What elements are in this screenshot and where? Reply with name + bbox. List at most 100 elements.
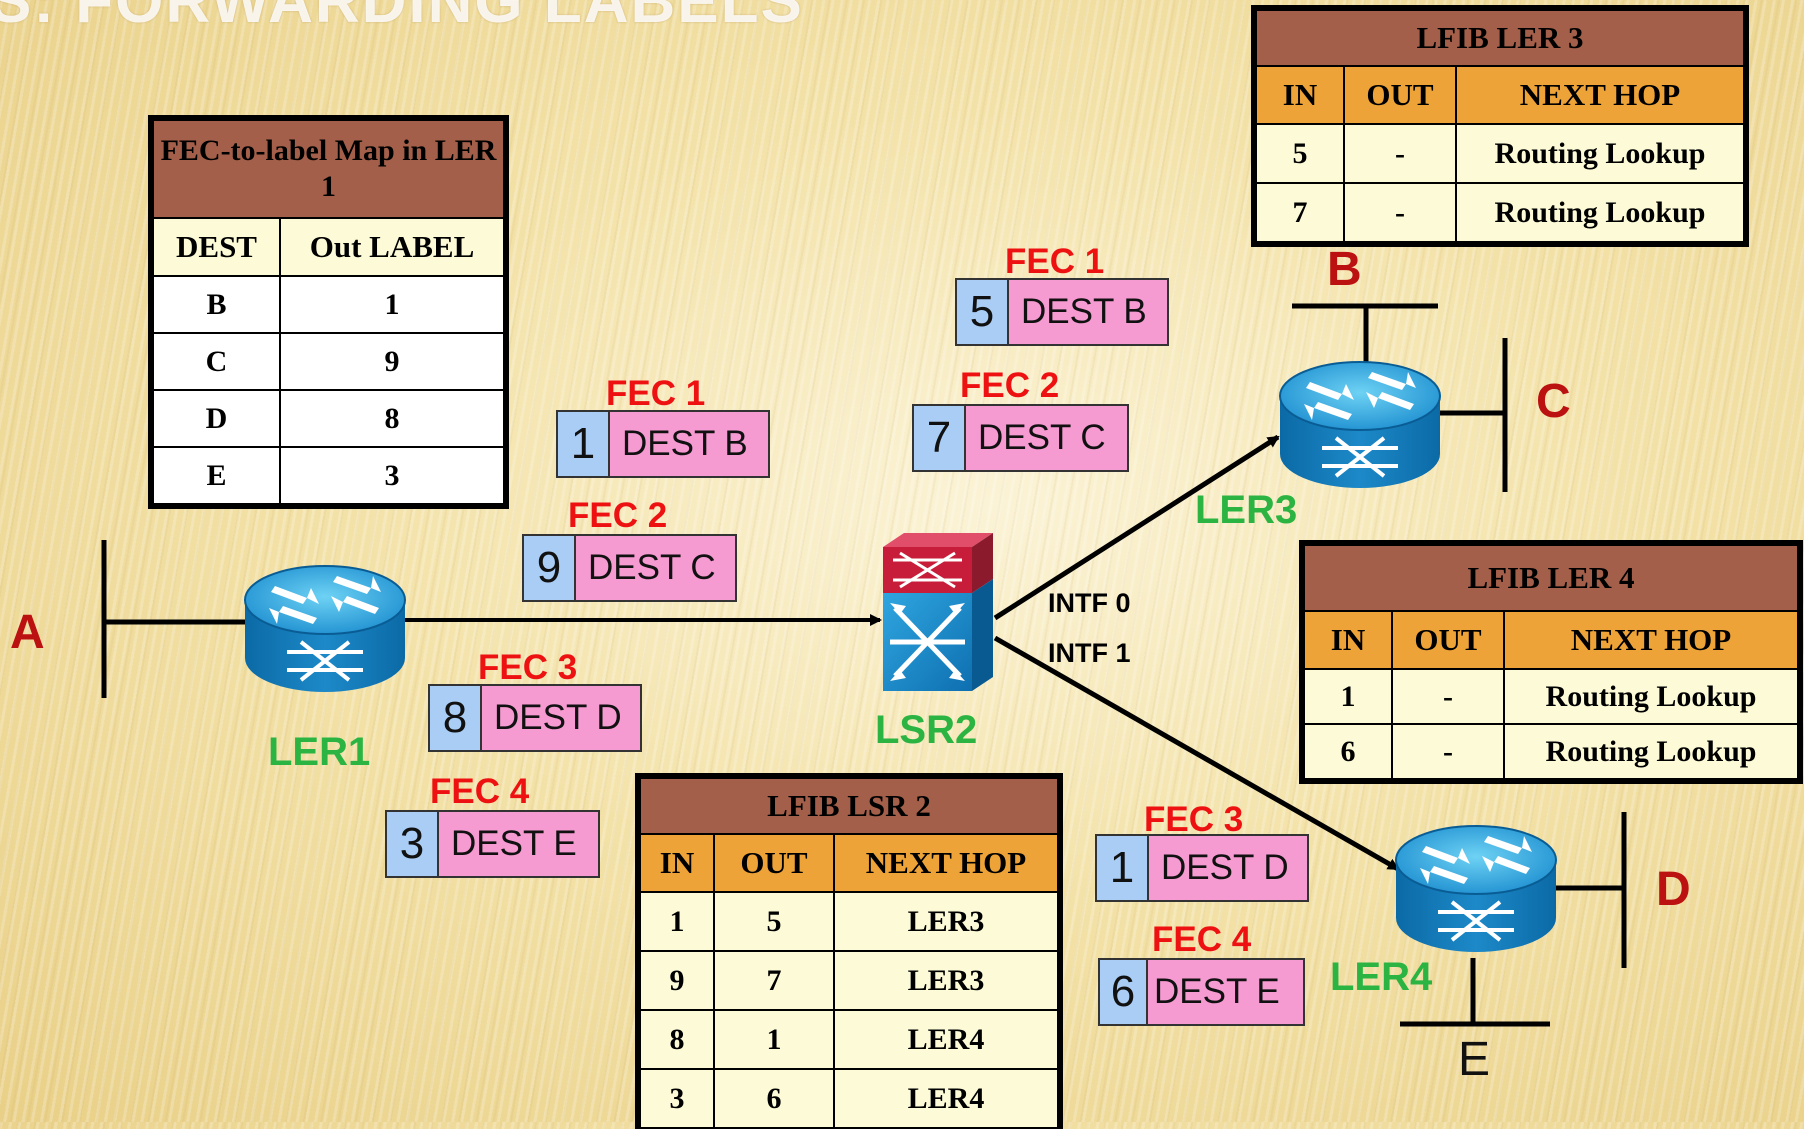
table-row: 1-Routing Lookup [1303, 668, 1799, 725]
lfib-lsr2-col-next: NEXT HOP [833, 833, 1059, 893]
lfib-lsr2-in: 1 [639, 891, 715, 952]
table-row: 6-Routing Lookup [1303, 723, 1799, 780]
lfib-ler3-col-next: NEXT HOP [1455, 65, 1745, 125]
interface-label-intf1: INTF 1 [1048, 638, 1131, 668]
lfib-lsr2-next: LER4 [833, 1068, 1059, 1129]
fec-map-dest: C [152, 332, 281, 391]
endpoint-label-b: B [1327, 243, 1362, 296]
router-icon-ler1[interactable] [243, 564, 407, 694]
node-label-lsr2: LSR2 [875, 708, 978, 752]
fec-label: FEC 1 [606, 374, 706, 413]
fec-map-label: 8 [279, 389, 505, 448]
fec-map-dest: B [152, 275, 281, 334]
slide-title-fragment: S: FORWARDING LABELS [0, 0, 804, 36]
endpoint-label-d: D [1656, 863, 1691, 916]
lfib-lsr2-in: 8 [639, 1009, 715, 1070]
packet-label-number: 8 [430, 686, 482, 750]
lfib-ler3-table: LFIB LER 3 IN OUT NEXT HOP 5-Routing Loo… [1251, 5, 1749, 247]
lfib-ler4-out: - [1391, 668, 1505, 725]
lfib-lsr2-out: 6 [713, 1068, 835, 1129]
lfib-lsr2-col-in: IN [639, 833, 715, 893]
fec-label: FEC 2 [568, 496, 668, 535]
fec-label: FEC 3 [1144, 800, 1244, 839]
packet-label-number: 6 [1100, 960, 1148, 1024]
lfib-ler3-col-in: IN [1255, 65, 1345, 125]
packet-destination: DEST E [1148, 960, 1303, 1024]
lfib-ler4-out: - [1391, 723, 1505, 780]
lfib-lsr2-in: 9 [639, 950, 715, 1011]
fec-label: FEC 4 [430, 772, 530, 811]
lfib-ler3-out: - [1343, 123, 1457, 184]
lfib-lsr2-title: LFIB LSR 2 [639, 777, 1059, 835]
fec-map-label: 3 [279, 446, 505, 505]
lfib-ler3-next: Routing Lookup [1455, 123, 1745, 184]
packet-destination: DEST B [1009, 280, 1167, 344]
lfib-ler3-col-out: OUT [1343, 65, 1457, 125]
node-label-ler4: LER4 [1330, 955, 1433, 999]
lfib-ler4-table: LFIB LER 4 IN OUT NEXT HOP 1-Routing Loo… [1299, 540, 1803, 784]
router-icon-ler4[interactable] [1394, 824, 1558, 954]
packet-label-number: 3 [387, 812, 439, 876]
lfib-lsr2-next: LER3 [833, 950, 1059, 1011]
packet-destination: DEST D [1149, 836, 1307, 900]
lfib-ler4-col-in: IN [1303, 610, 1393, 670]
packet-label-number: 7 [914, 406, 966, 470]
fec-map-col-dest: DEST [152, 217, 281, 277]
fec-map-dest: D [152, 389, 281, 448]
fec-label: FEC 2 [960, 366, 1060, 405]
packet-label-number: 1 [558, 412, 610, 476]
fec-map-dest: E [152, 446, 281, 505]
endpoint-label-a: A [10, 606, 45, 659]
fec-label: FEC 1 [1005, 242, 1105, 281]
lfib-lsr2-col-out: OUT [713, 833, 835, 893]
packet-destination: DEST D [482, 686, 640, 750]
lfib-ler3-in: 5 [1255, 123, 1345, 184]
lfib-ler4-next: Routing Lookup [1503, 668, 1799, 725]
lfib-ler4-title: LFIB LER 4 [1303, 544, 1799, 612]
packet-destination: DEST E [439, 812, 598, 876]
fec-map-label: 9 [279, 332, 505, 391]
lfib-ler4-in: 6 [1303, 723, 1393, 780]
labeled-packet: 1 DEST B [556, 410, 770, 478]
labeled-packet: 9 DEST C [522, 534, 737, 602]
lfib-ler4-in: 1 [1303, 668, 1393, 725]
lfib-ler3-in: 7 [1255, 182, 1345, 243]
fec-label: FEC 4 [1152, 920, 1252, 959]
packet-label-number: 5 [957, 280, 1009, 344]
packet-destination: DEST C [966, 406, 1127, 470]
lfib-lsr2-out: 7 [713, 950, 835, 1011]
lfib-lsr2-in: 3 [639, 1068, 715, 1129]
atm-switch-icon-lsr2[interactable] [883, 533, 993, 691]
labeled-packet: 8 DEST D [428, 684, 642, 752]
router-icon-ler3[interactable] [1278, 360, 1442, 490]
labeled-packet: 7 DEST C [912, 404, 1129, 472]
fec-to-label-map-table: FEC-to-label Map in LER 1 DEST Out LABEL… [148, 115, 509, 509]
lfib-ler3-next: Routing Lookup [1455, 182, 1745, 243]
endpoint-label-e: E [1458, 1033, 1491, 1086]
packet-label-number: 9 [524, 536, 576, 600]
table-row: 7-Routing Lookup [1255, 182, 1745, 243]
fec-label: FEC 3 [478, 648, 578, 687]
lfib-ler4-col-next: NEXT HOP [1503, 610, 1799, 670]
fec-map-title: FEC-to-label Map in LER 1 [152, 119, 505, 219]
lfib-lsr2-next: LER4 [833, 1009, 1059, 1070]
labeled-packet: 1 DEST D [1095, 834, 1309, 902]
lfib-ler3-out: - [1343, 182, 1457, 243]
lfib-lsr2-out: 5 [713, 891, 835, 952]
labeled-packet: 6 DEST E [1098, 958, 1305, 1026]
labeled-packet: 5 DEST B [955, 278, 1169, 346]
lfib-ler4-col-out: OUT [1391, 610, 1505, 670]
labeled-packet: 3 DEST E [385, 810, 600, 878]
node-label-ler1: LER1 [268, 730, 371, 774]
fec-map-col-label: Out LABEL [279, 217, 505, 277]
lfib-lsr2-out: 1 [713, 1009, 835, 1070]
